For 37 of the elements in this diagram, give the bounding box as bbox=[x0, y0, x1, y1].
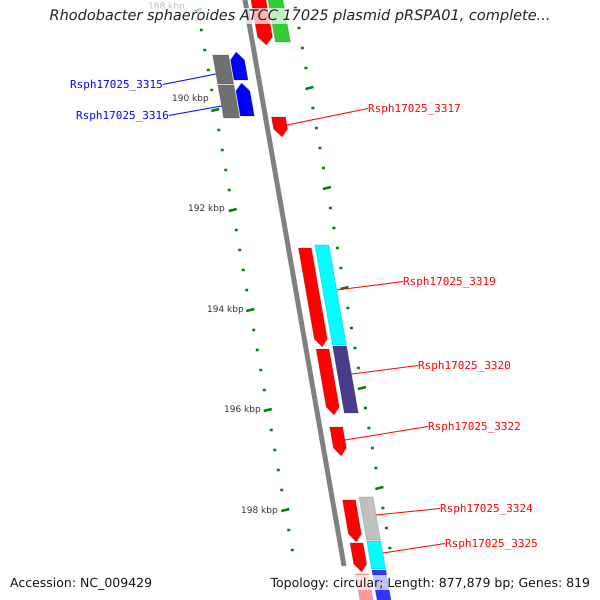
leader-line bbox=[162, 74, 216, 85]
tick-label: 192 kbp bbox=[188, 204, 225, 214]
leader-line bbox=[382, 543, 446, 554]
gene-label: Rsph17025_3315 bbox=[70, 78, 163, 91]
gene-block bbox=[332, 346, 359, 414]
gene-label: Rsph17025_3324 bbox=[440, 502, 533, 515]
gene-block bbox=[349, 542, 368, 573]
gene-block bbox=[212, 54, 234, 84]
gene-label: Rsph17025_3316 bbox=[76, 109, 169, 122]
gene-block bbox=[230, 51, 249, 80]
leader-line bbox=[336, 281, 404, 290]
leader-line bbox=[376, 508, 440, 516]
gene-label: Rsph17025_3319 bbox=[403, 275, 496, 288]
gene-block bbox=[316, 348, 340, 416]
gene-block bbox=[342, 500, 362, 543]
gene-block bbox=[329, 426, 347, 457]
gene-block bbox=[235, 82, 255, 116]
footer-text: Accession: NC_009429 bbox=[10, 575, 152, 590]
leader-line bbox=[286, 108, 368, 126]
gene-block bbox=[358, 496, 382, 540]
gene-block bbox=[366, 540, 386, 570]
gene-label: Rsph17025_3325 bbox=[445, 537, 538, 550]
gene-block bbox=[298, 248, 328, 348]
leader-line bbox=[344, 426, 428, 440]
gene-label: Rsph17025_3322 bbox=[428, 420, 521, 433]
leader-line bbox=[168, 106, 222, 116]
gene-label: Rsph17025_3317 bbox=[368, 102, 461, 115]
tick-label: 198 kbp bbox=[241, 506, 278, 516]
gene-block bbox=[217, 84, 240, 118]
gene-block bbox=[314, 244, 347, 346]
gene-block bbox=[270, 116, 288, 138]
tick-label: 196 kbp bbox=[224, 405, 261, 415]
footer-text: Topology: circular; Length: 877,879 bp; Genes: 819 bbox=[270, 575, 590, 590]
tick-label: 190 kbp bbox=[172, 94, 209, 104]
gene-label: Rsph17025_3320 bbox=[418, 359, 511, 372]
tick-label: 194 kbp bbox=[207, 305, 244, 315]
leader-line bbox=[350, 365, 418, 374]
